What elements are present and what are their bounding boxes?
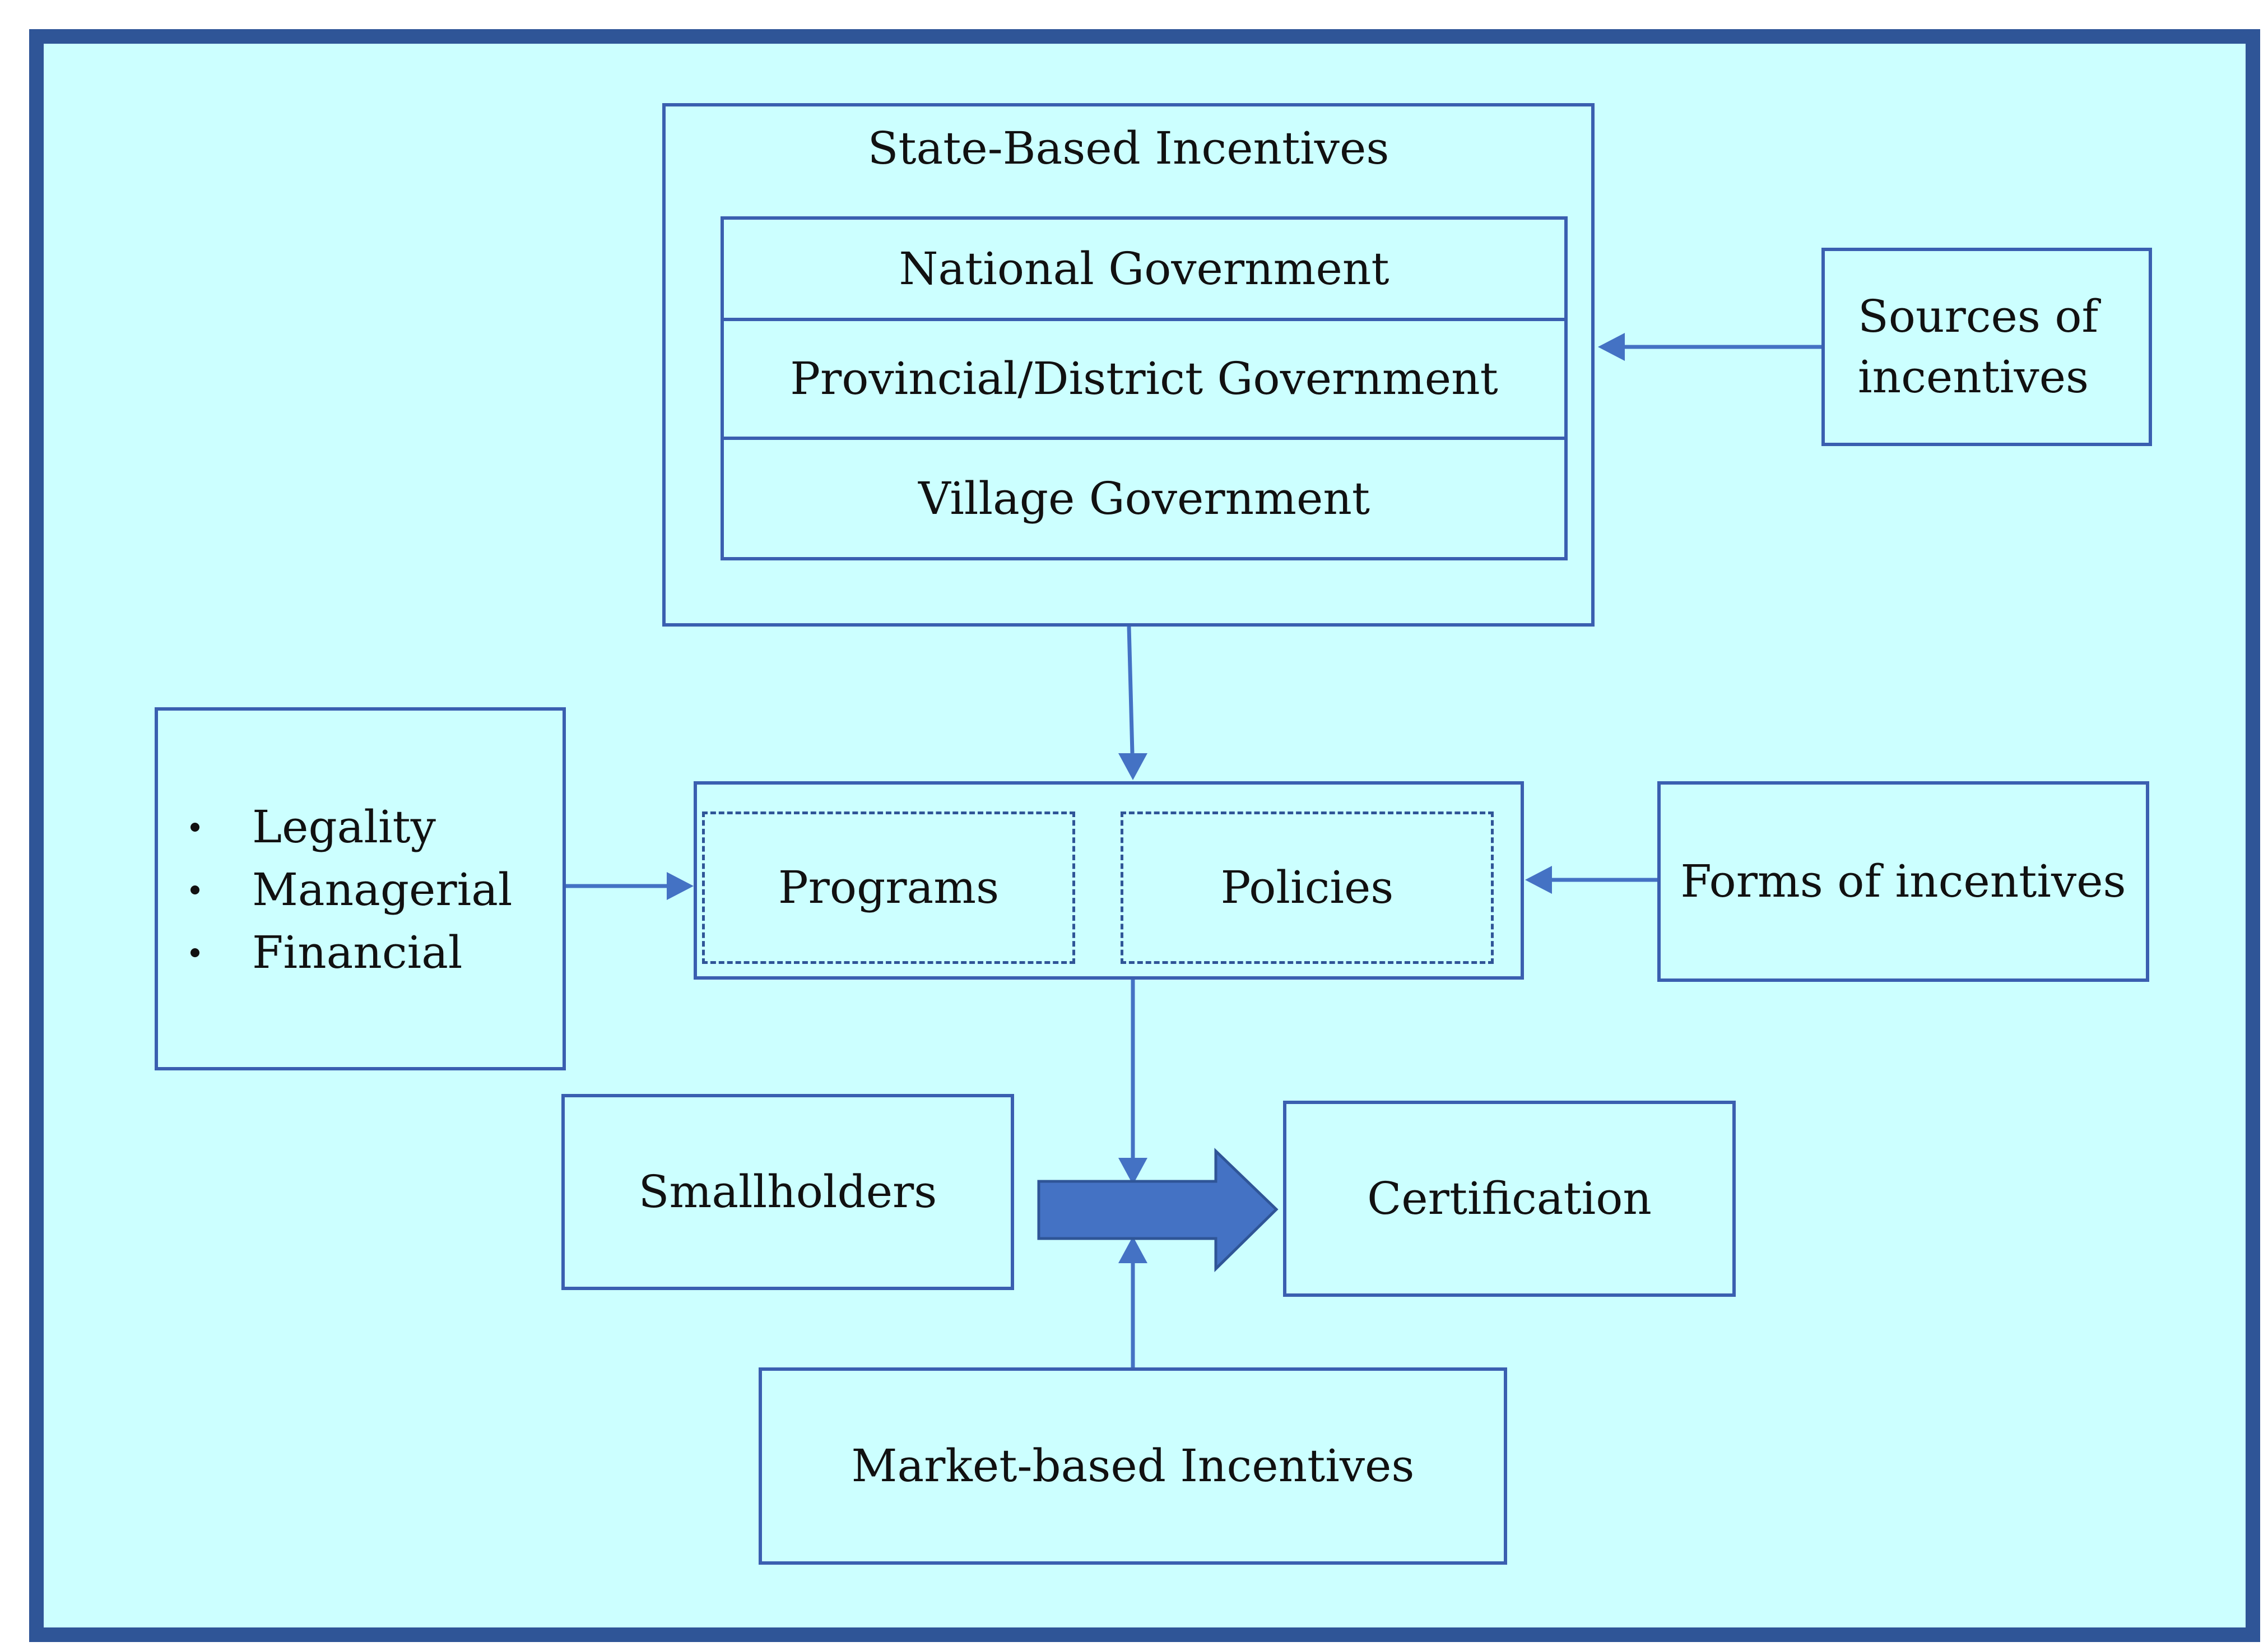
smallholders-box bbox=[561, 1094, 1014, 1290]
national-government-label: National Government bbox=[899, 242, 1389, 295]
forms-of-incentives-label: Forms of incentives bbox=[1680, 855, 2126, 907]
sources-of-incentives-label: Sources of incentives bbox=[1858, 248, 2138, 446]
sources-of-incentives-line1: Sources of bbox=[1858, 290, 2099, 342]
market-based-incentives-box bbox=[759, 1367, 1507, 1565]
criteria-item-legality: Legality bbox=[185, 796, 513, 859]
sources-of-incentives-line2: incentives bbox=[1858, 351, 2089, 403]
criteria-box bbox=[155, 707, 566, 1070]
certification-label: Certification bbox=[1367, 1172, 1652, 1225]
state-based-incentives-title: State-Based Incentives bbox=[867, 122, 1389, 174]
policies-label: Policies bbox=[1220, 861, 1394, 913]
divider-provincial-village bbox=[721, 437, 1568, 440]
government-levels-box bbox=[721, 216, 1568, 560]
criteria-item-financial: Financial bbox=[185, 921, 513, 984]
programs-dashed-box bbox=[702, 811, 1075, 964]
forms-of-incentives-box bbox=[1657, 781, 2149, 982]
diagram-frame bbox=[29, 29, 2260, 1642]
criteria-item-managerial: Managerial bbox=[185, 859, 513, 921]
sources-of-incentives-box bbox=[1821, 248, 2152, 446]
programs-policies-box bbox=[694, 781, 1524, 980]
programs-label: Programs bbox=[778, 861, 1000, 913]
state-based-incentives-box bbox=[662, 103, 1595, 627]
provincial-district-government-label: Provincial/District Government bbox=[790, 353, 1498, 405]
market-based-incentives-label: Market-based Incentives bbox=[851, 1440, 1415, 1492]
certification-box bbox=[1283, 1101, 1736, 1297]
smallholders-label: Smallholders bbox=[638, 1166, 937, 1218]
policies-dashed-box bbox=[1121, 811, 1494, 964]
criteria-list: Legality Managerial Financial bbox=[185, 796, 513, 984]
village-government-label: Village Government bbox=[918, 472, 1370, 525]
divider-national-provincial bbox=[721, 318, 1568, 321]
